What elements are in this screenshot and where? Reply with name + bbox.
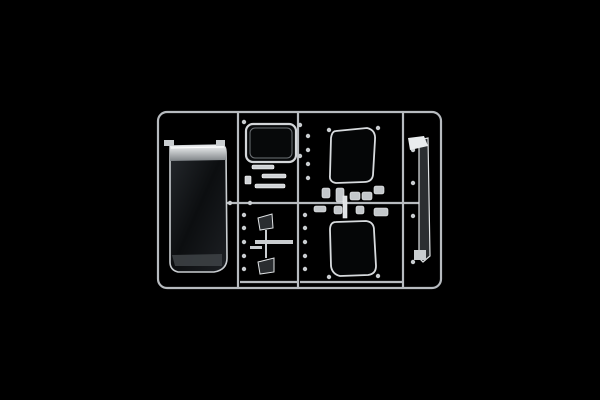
sprue-frame — [156, 110, 443, 290]
side-window-left-part — [326, 125, 381, 184]
rear-window-part — [241, 119, 303, 164]
mirror-glass-part — [313, 185, 389, 219]
side-window-right-part — [326, 220, 381, 280]
sprue-gates — [227, 133, 416, 272]
trim-strip-part — [408, 136, 431, 263]
light-lens-part — [244, 164, 287, 189]
lower-left-parts — [250, 213, 293, 275]
windshield-part — [164, 140, 228, 273]
